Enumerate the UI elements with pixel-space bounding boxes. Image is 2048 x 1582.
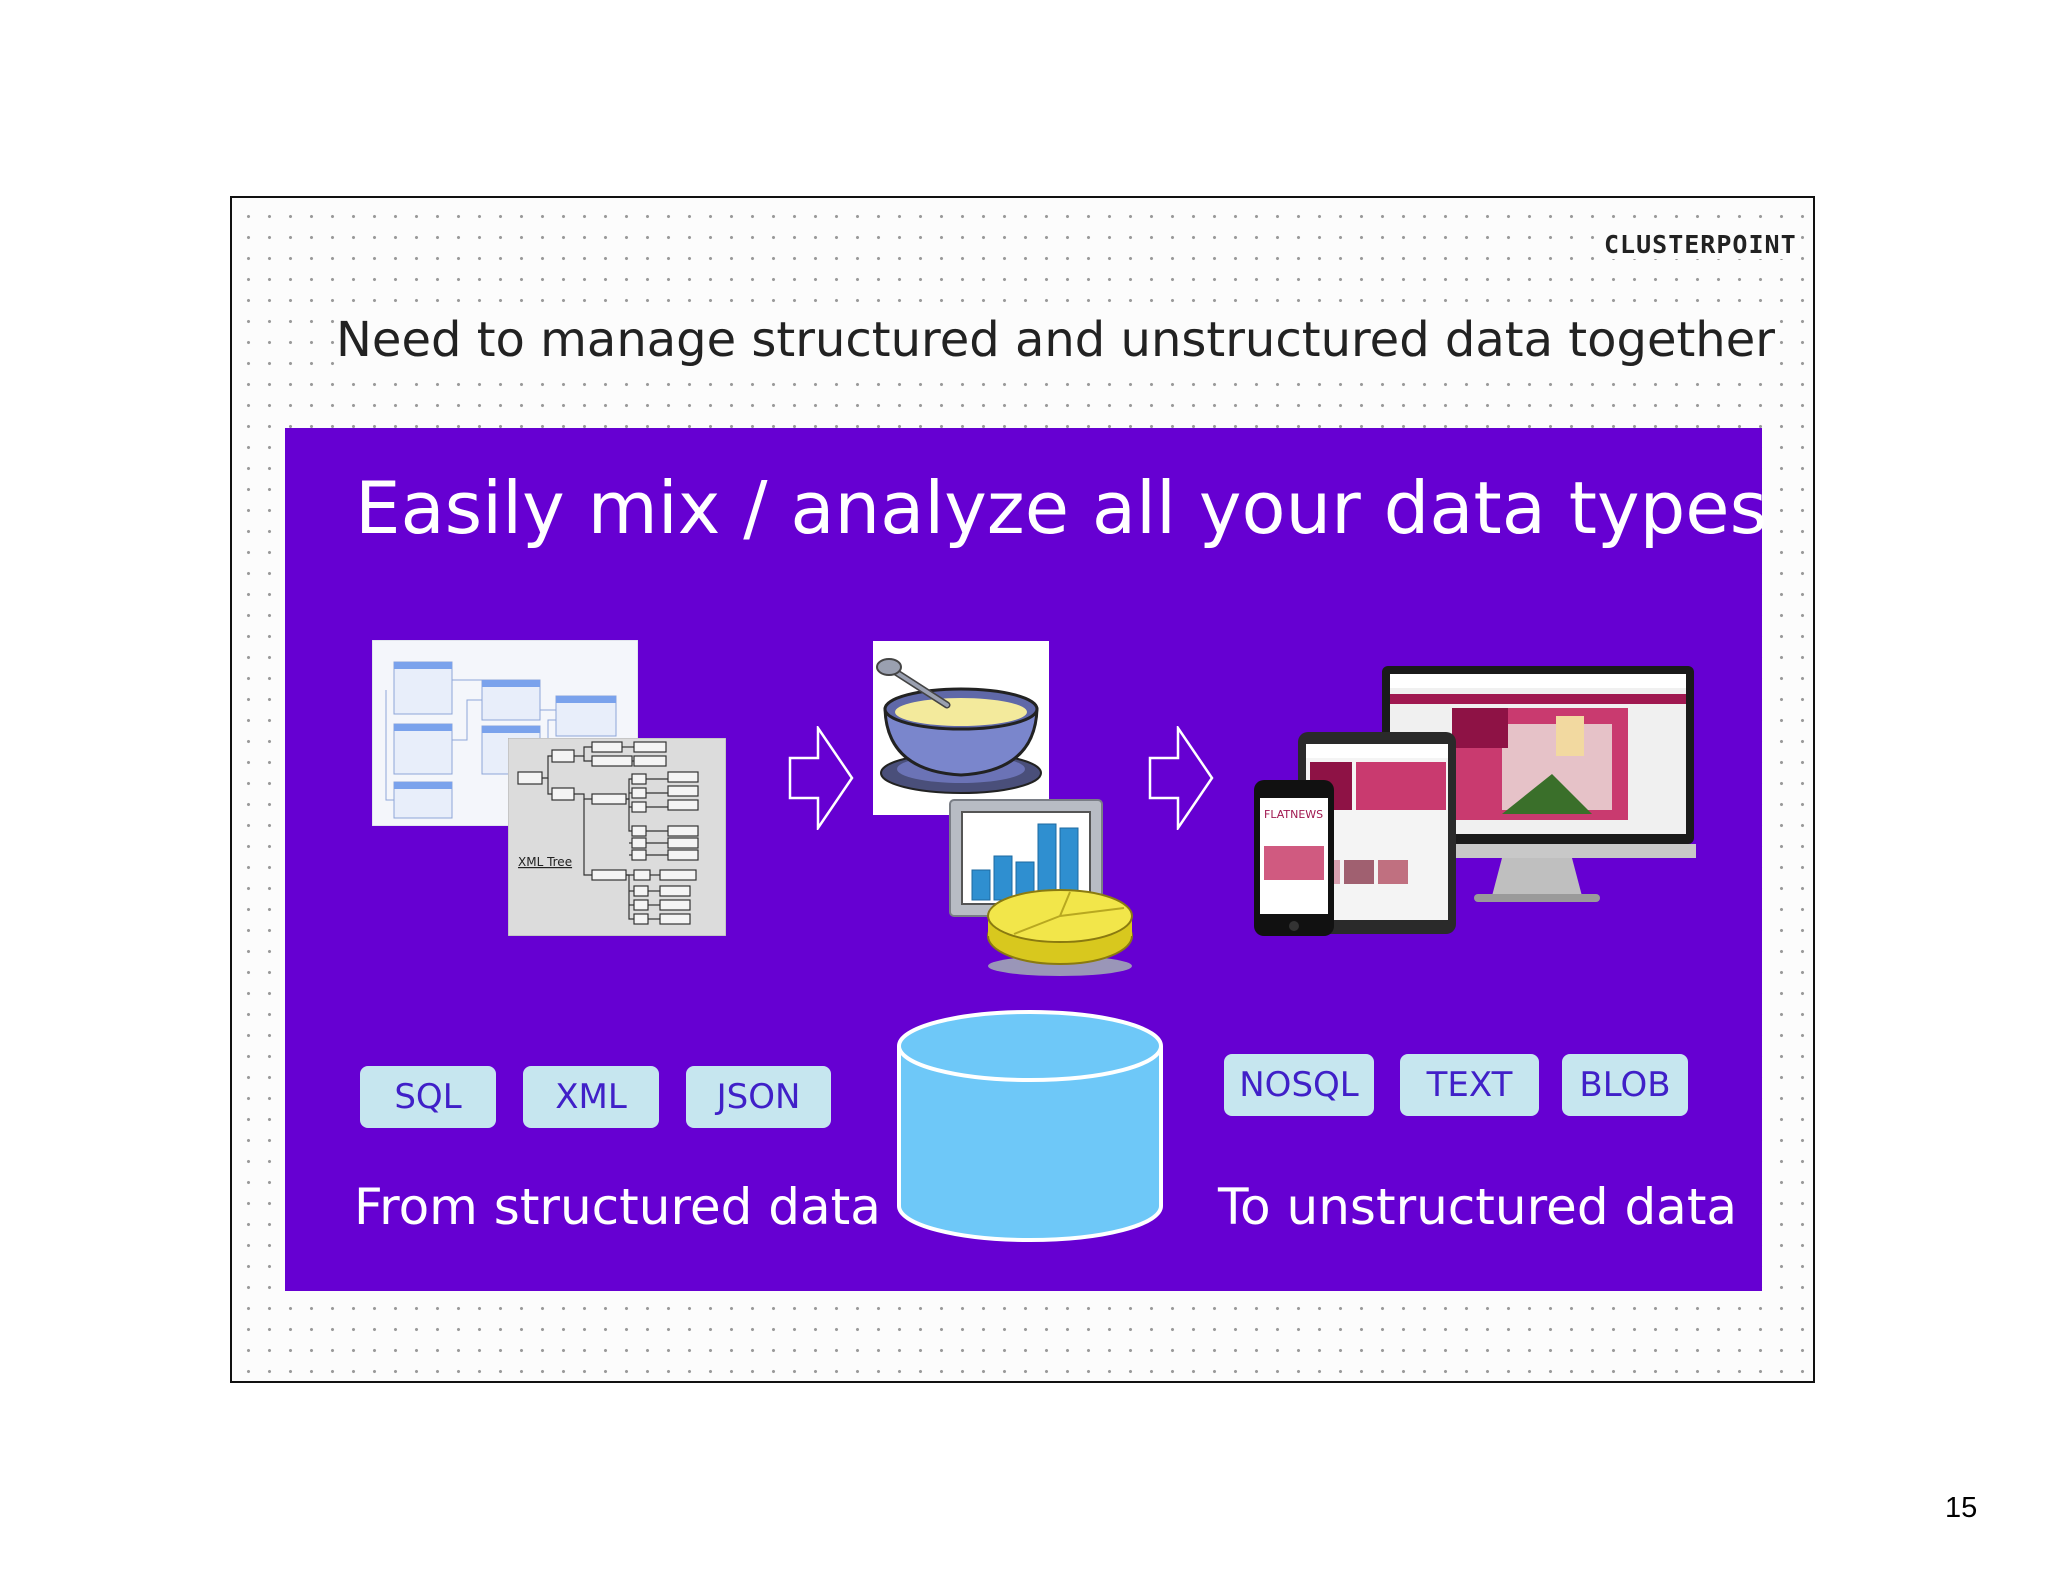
arrow-right-icon xyxy=(788,726,854,830)
tag-json: JSON xyxy=(686,1066,831,1128)
clusterpoint-logo: CLUSTERPOINT xyxy=(1600,230,1801,259)
pie-chart-icon xyxy=(987,889,1133,976)
arrow-right-icon xyxy=(1148,726,1214,830)
xml-tree-icon: XML Tree xyxy=(508,738,726,936)
tag-xml: XML xyxy=(523,1066,659,1128)
unstructured-caption: To unstructured data xyxy=(1218,1178,1738,1236)
xml-tree-label: XML Tree xyxy=(518,855,572,869)
slide-headline: Need to manage structured and unstructur… xyxy=(336,312,1775,368)
tag-blob: BLOB xyxy=(1562,1054,1688,1116)
panel-title: Easily mix / analyze all your data types xyxy=(355,466,1768,550)
tag-nosql: NOSQL xyxy=(1224,1054,1374,1116)
bar-chart-icon xyxy=(949,799,1103,917)
tag-text: TEXT xyxy=(1400,1054,1539,1116)
database-icon xyxy=(897,1010,1163,1242)
soup-bowl-icon xyxy=(873,641,1049,815)
page-number: 15 xyxy=(1945,1492,1978,1524)
structured-caption: From structured data xyxy=(354,1178,881,1236)
news-brand-label: FLATNEWS xyxy=(1264,808,1323,821)
devices-icon: FLATNEWS xyxy=(1254,666,1696,936)
tag-sql: SQL xyxy=(360,1066,496,1128)
